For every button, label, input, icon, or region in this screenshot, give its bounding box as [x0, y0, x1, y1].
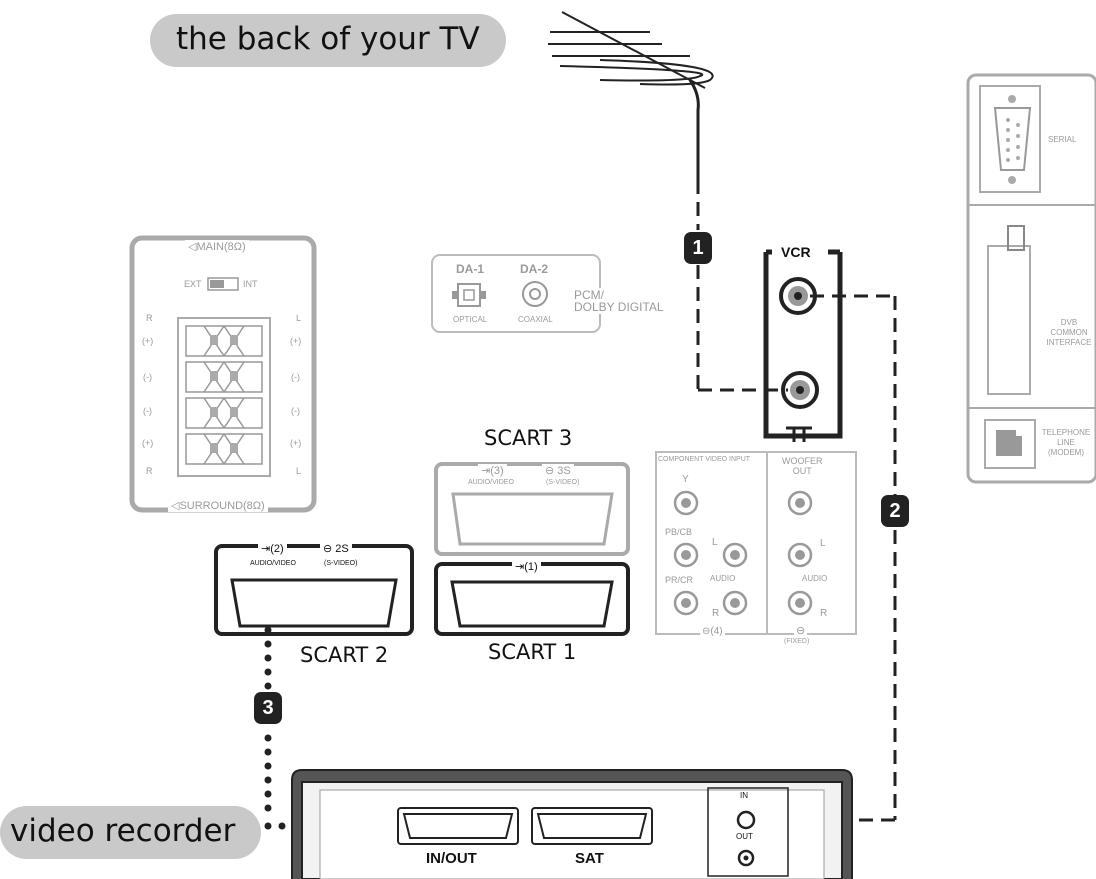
component-woofer-panel	[655, 451, 857, 635]
speaker-right-l-bottom: L	[296, 466, 302, 476]
recorder-out-label: OUT	[736, 832, 753, 841]
coaxial-label: COAXIAL	[518, 315, 553, 324]
side-connector-panel	[966, 73, 1096, 484]
scart-1-av-label: ⇥(1)	[512, 560, 541, 573]
recorder-sat-label: SAT	[575, 850, 604, 867]
scart-3-s-sub: (S-VIDEO)	[546, 479, 580, 486]
speaker-left-plus-1: (+)	[142, 336, 154, 346]
scart-2-s-value: 2S	[335, 543, 349, 555]
dvb-line-3: INTERFACE	[1046, 338, 1092, 347]
speaker-terminal-panel	[129, 235, 317, 513]
telephone-line-2: LINE	[1057, 438, 1075, 447]
dvb-line-1: DVB	[1060, 318, 1078, 327]
speaker-left-minus-1: (-)	[143, 372, 152, 382]
component-y-label: Y	[682, 474, 689, 485]
component-audio-label: AUDIO	[710, 574, 736, 583]
telephone-line-3: (MODEM)	[1048, 448, 1084, 457]
woofer-l-label: L	[820, 538, 826, 549]
scart-2-title: SCART 2	[300, 643, 389, 667]
scart-3-av-sub: AUDIO/VIDEO	[468, 479, 514, 486]
scart-3-title: SCART 3	[484, 426, 573, 450]
speaker-right-plus-1: (+)	[290, 336, 302, 346]
da1-label: DA-1	[456, 262, 485, 276]
recorder-in-label: IN	[740, 791, 748, 800]
speaker-right-minus-1: (-)	[291, 372, 300, 382]
recorder-inout-label: IN/OUT	[426, 850, 477, 867]
vcr-antenna-panel	[763, 249, 843, 442]
scart-3-panel	[434, 462, 630, 556]
step-2-badge: 2	[881, 495, 909, 527]
scart-3-av-label: ⇥(3)	[478, 464, 507, 477]
scart-2-panel	[214, 544, 414, 636]
cable-2	[752, 294, 897, 822]
int-label: INT	[243, 279, 258, 289]
speaker-right-l-top: L	[296, 313, 302, 323]
dvb-label: DVB COMMON INTERFACE	[1046, 318, 1092, 348]
step-3-badge: 3	[254, 692, 282, 724]
component-l-label: L	[712, 537, 718, 548]
scart-2-av-value: (2)	[270, 543, 284, 555]
component-input-value: (4)	[710, 626, 723, 637]
step-1-badge: 1	[684, 232, 712, 264]
speaker-left-plus-2: (+)	[142, 438, 154, 448]
scart-1-title: SCART 1	[488, 640, 577, 664]
telephone-label: TELEPHONE LINE (MODEM)	[1036, 428, 1096, 458]
surround-speaker-label: ◁SURROUND(8Ω)	[168, 499, 268, 512]
woofer-title: WOOFER OUT	[782, 456, 823, 476]
video-recorder-label: video recorder	[0, 806, 262, 859]
scart-3-s-value: 3S	[557, 465, 571, 477]
scart-1-panel	[434, 562, 630, 636]
component-input-label: ⊖(4)	[700, 626, 725, 637]
scart-2-s-sub: (S-VIDEO)	[324, 560, 358, 567]
scart-2-av-label: ⇥(2)	[258, 542, 287, 555]
scart-3-s-label: ⊖ 3S	[542, 464, 574, 477]
woofer-title-2: OUT	[792, 466, 812, 476]
woofer-output-icon: ⊖	[794, 624, 808, 637]
speaker-right-plus-2: (+)	[290, 438, 302, 448]
speaker-right-minus-2: (-)	[291, 406, 300, 416]
scart-2-av-sub: AUDIO/VIDEO	[250, 560, 296, 567]
speaker-left-r-top: R	[146, 313, 153, 323]
scart-1-av-value: (1)	[524, 561, 538, 573]
telephone-line-1: TELEPHONE	[1041, 428, 1091, 437]
da2-label: DA-2	[520, 262, 549, 276]
cable-1	[696, 180, 788, 392]
back-of-tv-label: the back of your TV	[150, 14, 506, 67]
main-speaker-label: ◁MAIN(8Ω)	[185, 240, 249, 253]
dvb-line-2: COMMON	[1050, 328, 1088, 337]
dolby-label: DOLBY DIGITAL	[572, 300, 664, 314]
scart-3-av-value: (3)	[490, 465, 504, 477]
woofer-r-label: R	[820, 608, 828, 619]
component-title: COMPONENT VIDEO INPUT	[658, 456, 751, 463]
component-pb-label: PB/CB	[665, 527, 693, 537]
ext-label: EXT	[184, 279, 202, 289]
antenna-icon	[548, 11, 714, 180]
serial-label: SERIAL	[1048, 135, 1077, 144]
pcm-label: PCM/	[572, 288, 604, 302]
woofer-audio-label: AUDIO	[802, 574, 828, 583]
speaker-left-minus-2: (-)	[143, 406, 152, 416]
vcr-label: VCR	[778, 244, 814, 260]
component-pr-label: PR/CR	[665, 575, 694, 585]
speaker-left-r-bottom: R	[146, 466, 153, 476]
video-recorder-body	[291, 769, 853, 879]
scart-2-s-label: ⊖ 2S	[320, 542, 352, 555]
component-r-label: R	[712, 608, 720, 619]
optical-label: OPTICAL	[453, 315, 488, 324]
woofer-fixed-label: (FIXED)	[784, 638, 810, 645]
woofer-title-1: WOOFER	[782, 456, 823, 466]
